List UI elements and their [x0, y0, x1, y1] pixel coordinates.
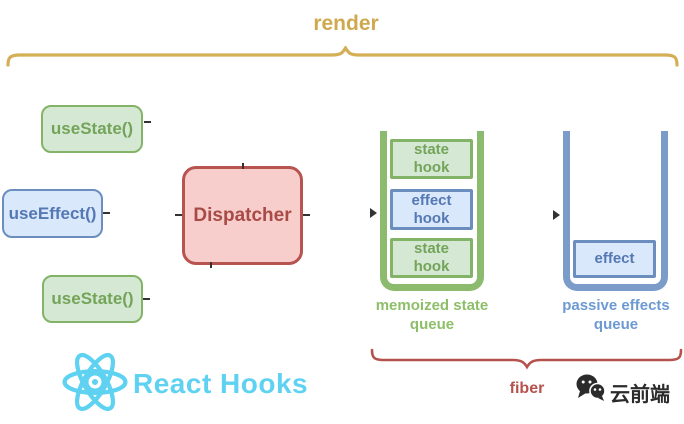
- hook-label: useEffect(): [8, 203, 97, 223]
- wechat-account-name: 云前端: [610, 384, 670, 406]
- hook-label: useState(): [50, 119, 134, 138]
- memoized-queue-container: [380, 131, 484, 291]
- queue-item-line: state: [413, 141, 450, 158]
- queue-item-line: hook: [413, 258, 450, 275]
- react-hooks-wordmark: React Hooks: [133, 368, 309, 399]
- connector-stub: [210, 262, 212, 268]
- hook-box-usestate-2: useState(): [42, 275, 143, 323]
- hook-label: useState(): [51, 289, 134, 308]
- passive-queue-container: [563, 131, 668, 291]
- fiber-label: fiber: [509, 380, 545, 397]
- queue-item-state-hook-1: state hook: [390, 139, 473, 179]
- queue-item-line: hook: [413, 159, 450, 176]
- render-brace: [6, 46, 679, 67]
- queue-item-line: hook: [413, 209, 450, 227]
- connector-stub: [103, 212, 110, 214]
- queue-item-line: effect: [411, 191, 452, 209]
- hook-box-useeffect: useEffect(): [2, 189, 103, 238]
- queue-item-line: state: [413, 240, 450, 257]
- queue-item-line: effect: [594, 250, 635, 267]
- connector-stub: [175, 214, 182, 216]
- hook-box-usestate-1: useState(): [41, 105, 143, 153]
- fiber-brace: [370, 348, 683, 370]
- arrowhead-to-memoized-queue: [370, 208, 377, 218]
- connector-stub: [303, 214, 310, 216]
- connector-stub: [144, 121, 151, 123]
- queue-item-state-hook-2: state hook: [390, 238, 473, 278]
- memoized-queue-caption: memoized state queue: [375, 297, 489, 333]
- connector-stub: [242, 163, 244, 169]
- queue-item-effect: effect: [573, 240, 656, 278]
- connector-stub: [143, 298, 150, 300]
- passive-queue-caption: passive effects queue: [562, 297, 670, 333]
- dispatcher-box: Dispatcher: [182, 166, 303, 265]
- wechat-bubbles-icon: [576, 374, 606, 401]
- render-label: render: [313, 12, 379, 35]
- dispatcher-label: Dispatcher: [193, 204, 292, 226]
- react-atom-icon: [62, 352, 128, 412]
- queue-item-effect-hook: effect hook: [390, 189, 473, 230]
- arrowhead-to-passive-queue: [553, 210, 560, 220]
